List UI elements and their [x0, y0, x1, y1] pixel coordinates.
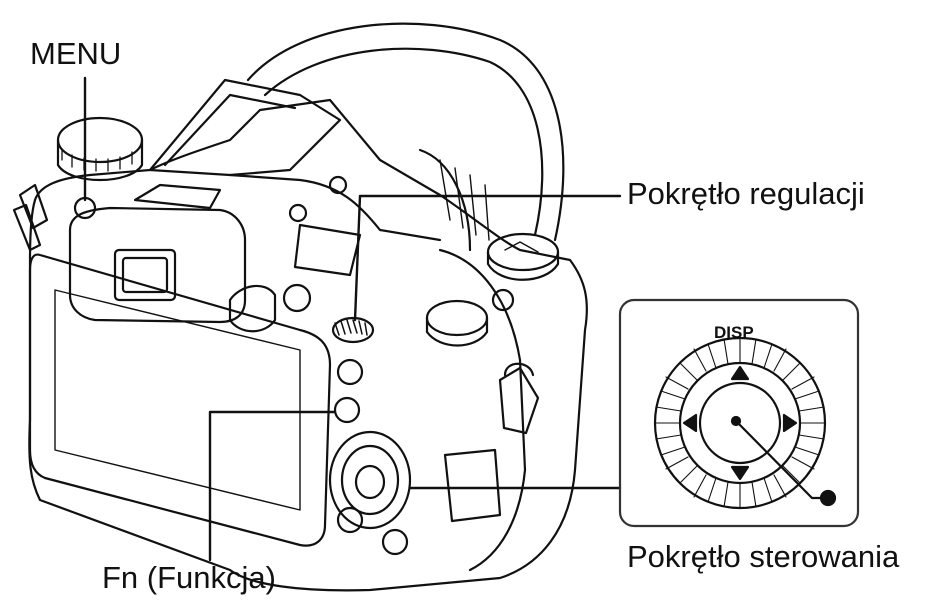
eyepiece — [68, 206, 277, 333]
leader-fn — [208, 410, 337, 562]
arrow-left — [682, 413, 698, 433]
strap-lug-left — [12, 183, 49, 252]
menu-label: MENU — [30, 36, 122, 71]
leader-adjust — [353, 194, 622, 322]
disp-label: DISP — [714, 323, 754, 342]
control-wheel-body — [328, 430, 412, 530]
control-wheel-label: Pokrętło sterowania — [627, 539, 900, 574]
leader-lines — [83, 76, 622, 562]
center-button-dot — [819, 489, 837, 507]
back-button — [282, 283, 312, 313]
camera-body — [28, 78, 588, 592]
mode-dial — [56, 116, 144, 181]
adjust-dial — [331, 316, 375, 344]
arrow-down — [730, 465, 750, 481]
arrow-right — [782, 413, 798, 433]
fn-button — [333, 396, 361, 424]
control-wheel-inset — [618, 298, 860, 528]
lcd-screen — [28, 253, 332, 547]
fn-label: Fn (Funkcja) — [102, 560, 276, 595]
arrow-up — [730, 365, 750, 381]
top-control-dial — [425, 232, 560, 347]
adjust-dial-label: Pokrętło regulacji — [627, 176, 865, 211]
lens-barrel — [246, 22, 565, 252]
